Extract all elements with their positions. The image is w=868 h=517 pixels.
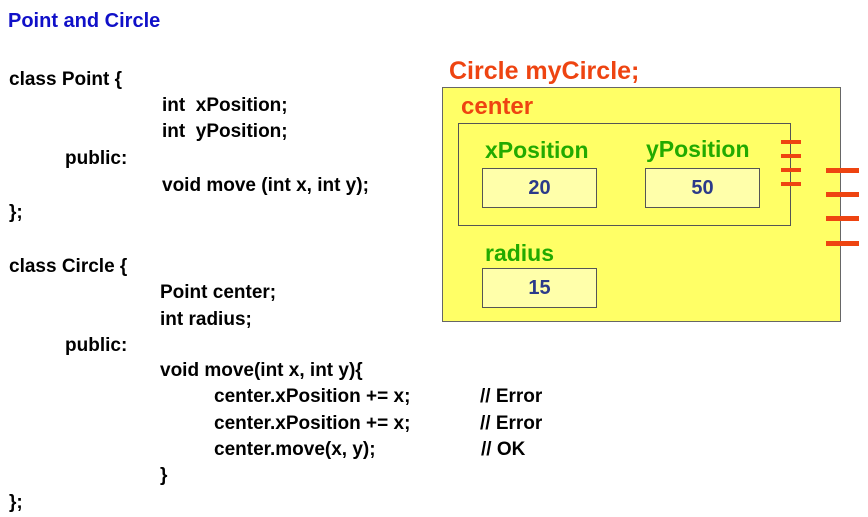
code-line: center.xPosition += x;	[214, 386, 411, 407]
center-tick-mark	[781, 140, 801, 144]
center-tick-mark	[781, 168, 801, 172]
circle-tick-mark	[826, 241, 859, 246]
code-line: };	[9, 202, 23, 223]
code-line: int xPosition;	[162, 95, 288, 116]
circle-tick-mark	[826, 192, 859, 197]
center-tick-mark	[781, 182, 801, 186]
xposition-label: xPosition	[485, 137, 589, 163]
code-line: center.xPosition += x;	[214, 413, 411, 434]
center-tick-mark	[781, 154, 801, 158]
yposition-value: 50	[645, 168, 760, 208]
center-point-box	[458, 123, 791, 226]
radius-label: radius	[485, 240, 555, 266]
code-line: };	[9, 492, 23, 513]
code-comment: // Error	[480, 386, 543, 407]
xposition-value: 20	[482, 168, 597, 208]
page-title: Point and Circle	[8, 10, 161, 32]
code-line: int yPosition;	[162, 121, 288, 142]
code-line: void move (int x, int y);	[162, 175, 369, 196]
yposition-label: yPosition	[646, 136, 750, 162]
code-line: }	[160, 465, 168, 486]
code-line: public:	[65, 335, 128, 356]
code-line: center.move(x, y);	[214, 439, 376, 460]
diagram-title: Circle myCircle;	[449, 57, 640, 85]
code-comment: // OK	[481, 439, 526, 460]
code-line: class Circle {	[9, 256, 128, 277]
radius-value: 15	[482, 268, 597, 308]
circle-tick-mark	[826, 216, 859, 221]
code-line: class Point {	[9, 69, 122, 90]
code-line: int radius;	[160, 309, 252, 330]
code-line: void move(int x, int y){	[160, 360, 363, 381]
code-line: public:	[65, 148, 128, 169]
code-line: Point center;	[160, 282, 277, 303]
center-label: center	[461, 93, 534, 120]
circle-tick-mark	[826, 168, 859, 173]
code-comment: // Error	[480, 413, 543, 434]
